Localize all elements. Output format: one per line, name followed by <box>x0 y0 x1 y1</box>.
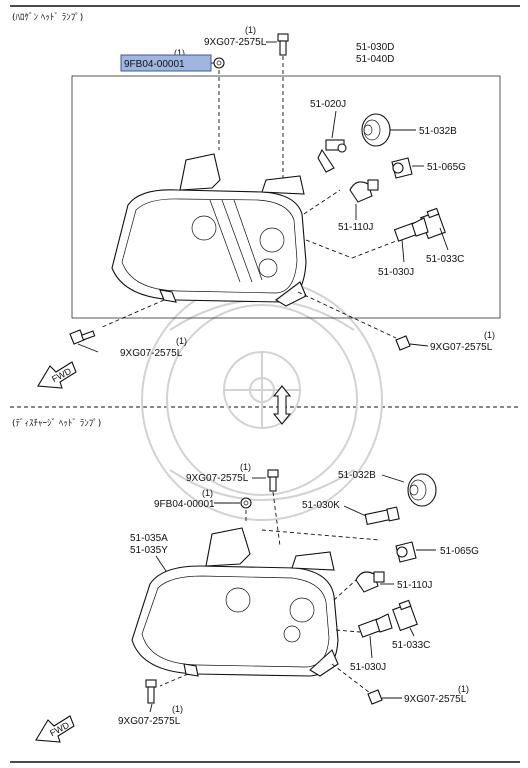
top-left-bolt[interactable]: (1) 9XG07-2575L <box>69 329 187 359</box>
top-bolt-9xg07[interactable]: (1) 9XG07-2575L <box>204 25 289 178</box>
svg-text:(1): (1) <box>202 488 213 498</box>
bottom-left-bolt[interactable]: (1) 9XG07-2575L <box>118 679 183 727</box>
svg-text:(1): (1) <box>176 336 187 346</box>
svg-text:51-030J: 51-030J <box>350 662 386 673</box>
svg-text:9XG07-2575L: 9XG07-2575L <box>204 37 267 48</box>
top-socket-51-033c[interactable]: 51-033C <box>420 207 465 265</box>
svg-text:(1): (1) <box>240 462 251 472</box>
svg-text:51-035A: 51-035A <box>130 533 168 544</box>
svg-text:9XG07-2575L: 9XG07-2575L <box>430 342 493 353</box>
svg-text:(1): (1) <box>458 684 469 694</box>
bottom-bolt-9xg07[interactable]: (1) 9XG07-2575L <box>186 462 281 547</box>
svg-text:51-065G: 51-065G <box>427 162 466 173</box>
top-fwd-arrow: FWD <box>37 361 77 389</box>
bottom-nut-9fb04[interactable]: (1) 9FB04-00001 <box>154 488 252 522</box>
bottom-headlamp-housing[interactable] <box>131 527 375 697</box>
bottom-socket-51-065g[interactable]: 51-065G <box>395 541 479 563</box>
svg-text:9XG07-2575L: 9XG07-2575L <box>404 694 467 705</box>
top-assembly-box <box>71 75 501 319</box>
bottom-side-bulb-51-110j[interactable]: 51-110J <box>355 571 432 593</box>
svg-text:(1): (1) <box>245 25 256 35</box>
top-assembly-label[interactable]: 51-030D 51-040D <box>356 42 394 65</box>
top-cap-51-032b[interactable]: 51-032B <box>361 113 457 147</box>
svg-text:51-110J: 51-110J <box>397 580 432 591</box>
svg-text:(1): (1) <box>174 48 185 58</box>
top-side-bulb-51-110j[interactable]: 51-110J <box>338 179 379 233</box>
watermark-emblem <box>141 279 383 521</box>
top-bulb-51-020j[interactable]: 51-020J <box>310 99 347 173</box>
top-right-bolt[interactable]: (1) 9XG07-2575L <box>395 330 495 353</box>
top-headlamp-housing[interactable] <box>99 153 405 339</box>
svg-text:9XG07-2575L: 9XG07-2575L <box>186 473 249 484</box>
svg-text:9FB04-00001: 9FB04-00001 <box>124 59 185 70</box>
bottom-socket-51-033c[interactable]: 51-033C <box>392 599 430 651</box>
svg-text:51-110J: 51-110J <box>338 222 373 233</box>
svg-text:51-020J: 51-020J <box>310 99 346 110</box>
svg-text:51-033C: 51-033C <box>426 254 464 265</box>
svg-text:51-040D: 51-040D <box>356 54 394 65</box>
svg-text:51-032B: 51-032B <box>338 470 376 481</box>
svg-text:9XG07-2575L: 9XG07-2575L <box>118 716 181 727</box>
bottom-assembly-label[interactable]: 51-035A 51-035Y <box>130 533 169 575</box>
top-bulb-51-030j[interactable]: 51-030J <box>378 217 429 278</box>
svg-text:9FB04-00001: 9FB04-00001 <box>154 499 215 510</box>
svg-text:51-030K: 51-030K <box>302 500 340 511</box>
bottom-bulb-51-030k[interactable]: 51-030K <box>261 500 400 541</box>
svg-text:(1): (1) <box>484 330 495 340</box>
svg-text:(1): (1) <box>172 704 183 714</box>
svg-text:9XG07-2575L: 9XG07-2575L <box>120 348 183 359</box>
top-socket-51-065g[interactable]: 51-065G <box>391 157 466 179</box>
bottom-bulb-51-030j[interactable]: 51-030J <box>350 613 393 673</box>
svg-text:51-065G: 51-065G <box>440 546 479 557</box>
bottom-cap-51-032b[interactable]: 51-032B <box>338 470 437 507</box>
bottom-right-bolt[interactable]: (1) 9XG07-2575L <box>367 684 469 705</box>
top-nut-9fb04[interactable]: (1) 9FB04-00001 <box>120 48 225 150</box>
bottom-fwd-arrow: FWD <box>35 715 75 743</box>
bottom-section-header: (ﾃﾞｨｽﾁｬｰｼﾞ ﾍｯﾄﾞ ﾗﾝﾌﾟ) <box>12 418 101 429</box>
top-section-header: (ﾊﾛｹﾞﾝ ﾍｯﾄﾞ ﾗﾝﾌﾟ) <box>12 12 83 23</box>
svg-text:51-033C: 51-033C <box>392 640 430 651</box>
svg-text:51-035Y: 51-035Y <box>130 545 168 556</box>
svg-text:51-030J: 51-030J <box>378 267 414 278</box>
section-swap-arrow <box>272 385 292 425</box>
svg-text:51-030D: 51-030D <box>356 42 394 53</box>
svg-text:51-032B: 51-032B <box>419 126 457 137</box>
